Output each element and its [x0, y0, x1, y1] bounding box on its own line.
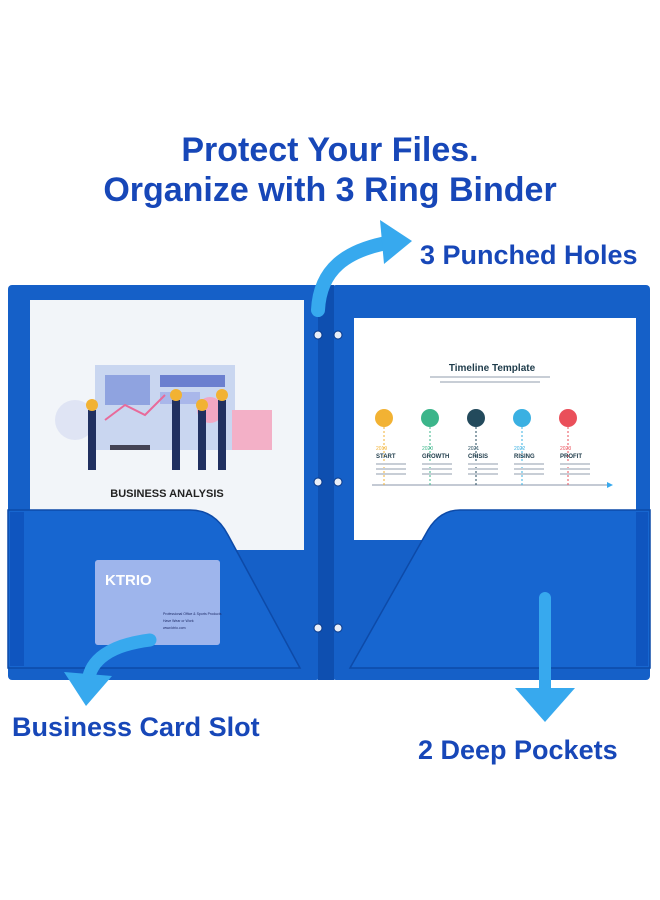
timeline-label: GROWTH — [422, 454, 449, 460]
business-card-line-3: www.ktrio.com — [163, 626, 186, 630]
timeline-text-line — [560, 468, 590, 470]
timeline-text-line — [514, 473, 544, 475]
timeline-marker-icon — [513, 409, 531, 427]
business-card-brand: KTRIO — [105, 572, 152, 589]
timeline-year: 2022 — [514, 446, 525, 452]
timeline-label: PROFIT — [560, 454, 582, 460]
left-pocket-edge — [10, 512, 24, 666]
holes-callout-arrow — [311, 235, 399, 317]
timeline-year: 2019 — [376, 446, 387, 452]
business-card-line-1: Professional Office & Sports Products — [163, 612, 222, 616]
timeline-text-line — [376, 463, 406, 465]
timeline-label: RISING — [514, 454, 535, 460]
timeline-text-line — [514, 463, 544, 465]
timeline-text-line — [468, 473, 498, 475]
timeline-subtitle-line — [440, 381, 540, 383]
timeline-text-line — [514, 468, 544, 470]
timeline-year: 2020 — [422, 446, 433, 452]
right-insert-sheet — [354, 318, 636, 540]
timeline-text-line — [376, 468, 406, 470]
business-card-line-2: Have Wear or Work — [163, 619, 194, 623]
timeline-year: 2023 — [560, 446, 571, 452]
right-pocket-edge — [636, 512, 648, 666]
timeline-text-line — [422, 473, 452, 475]
timeline-label: CRISIS — [468, 454, 488, 460]
card-slot-callout-arrowhead — [64, 672, 112, 706]
timeline-text-line — [468, 468, 498, 470]
pockets-callout-label: 2 Deep Pockets — [418, 735, 618, 765]
timeline-text-line — [422, 463, 452, 465]
holes-callout-label: 3 Punched Holes — [420, 240, 638, 270]
timeline-title: Timeline Template — [449, 363, 536, 374]
headline-line-1: Protect Your Files. — [181, 131, 479, 169]
right-pocket — [348, 509, 651, 669]
timeline-stages: 2019START2020GROWTH2021CRISIS2022RISING2… — [375, 409, 590, 485]
holes-callout-arrowhead — [380, 220, 412, 264]
business-card — [95, 560, 220, 645]
timeline-marker-icon — [559, 409, 577, 427]
timeline-text-line — [376, 473, 406, 475]
folder-spine — [318, 285, 334, 680]
timeline-marker-icon — [421, 409, 439, 427]
pockets-callout-arrowhead — [515, 688, 575, 722]
left-insert-caption: BUSINESS ANALYSIS — [110, 488, 224, 500]
timeline-year: 2021 — [468, 446, 479, 452]
punched-holes — [313, 330, 343, 633]
headline-line-2: Organize with 3 Ring Binder — [103, 171, 557, 209]
timeline-text-line — [422, 468, 452, 470]
timeline-text-line — [468, 463, 498, 465]
timeline-marker-icon — [467, 409, 485, 427]
timeline-text-line — [560, 473, 590, 475]
timeline-subtitle-line — [430, 376, 550, 378]
card-slot-callout-label: Business Card Slot — [12, 712, 260, 742]
timeline-marker-icon — [375, 409, 393, 427]
business-analysis-illustration — [55, 365, 272, 470]
timeline-text-line — [560, 463, 590, 465]
timeline-label: START — [376, 454, 396, 460]
